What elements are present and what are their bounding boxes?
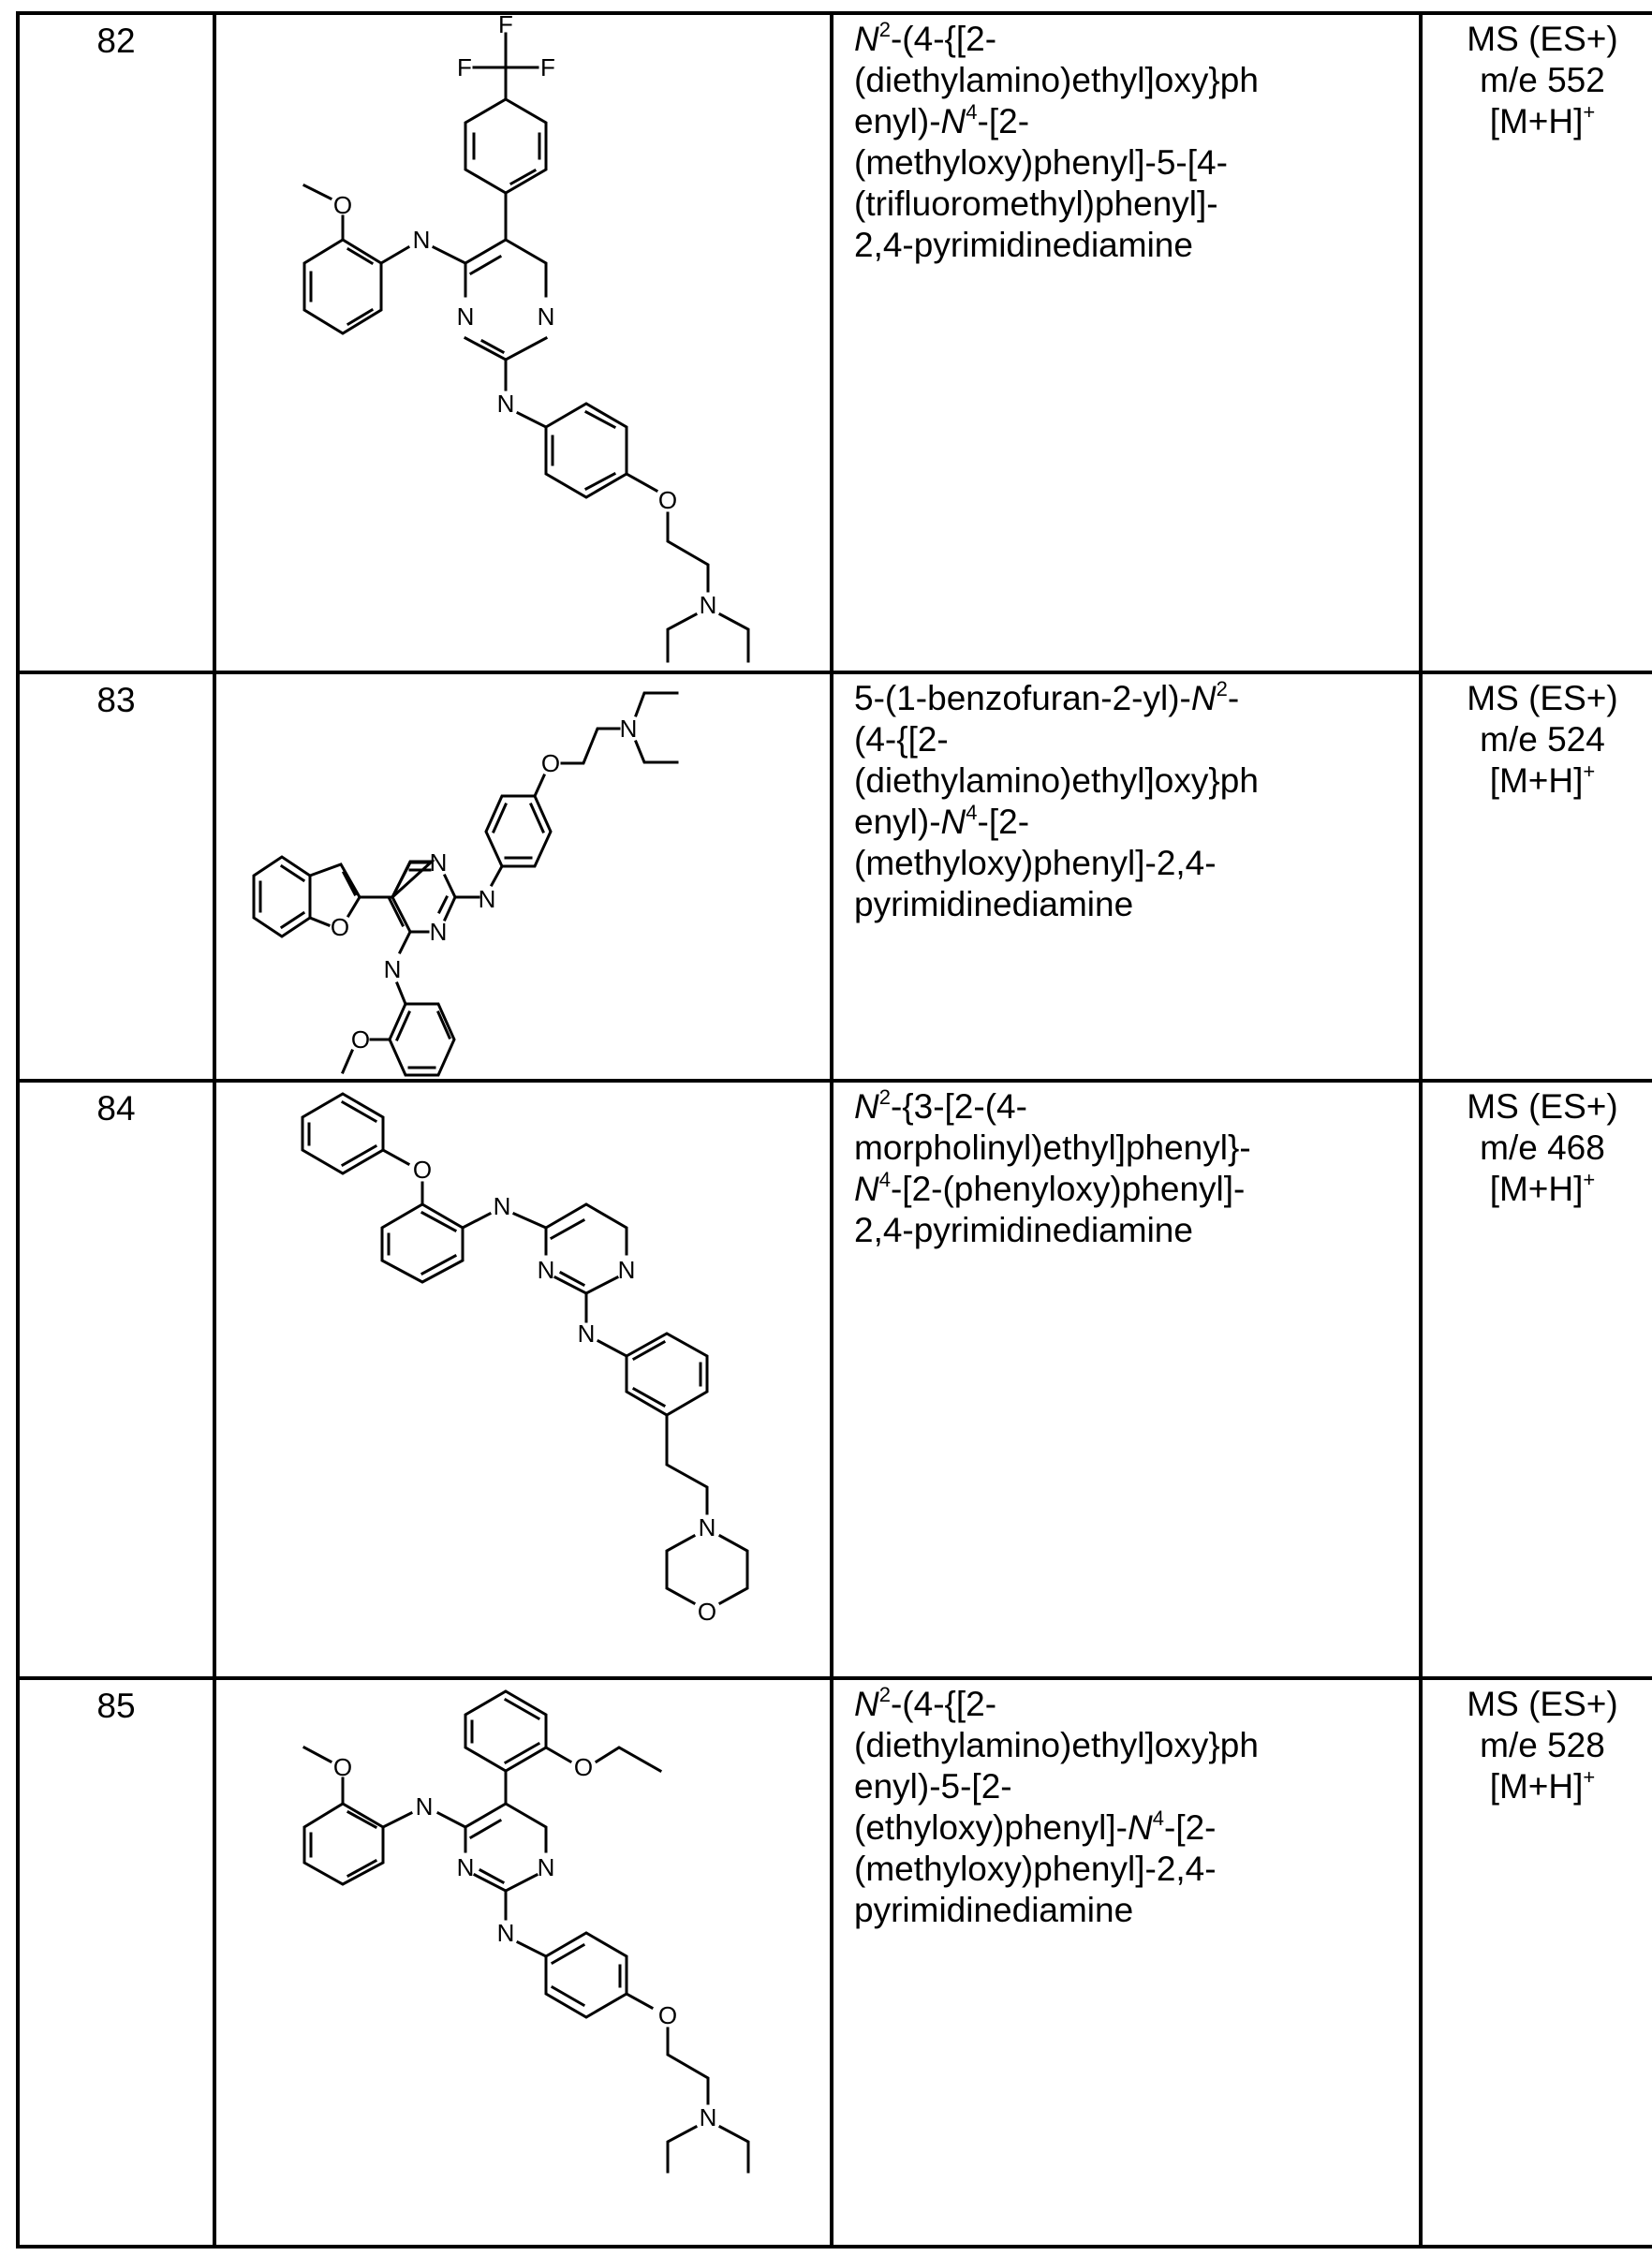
svg-text:N: N [618, 1256, 636, 1284]
svg-text:O: O [541, 749, 560, 777]
chemical-structure-84-icon: O N N N N N O [301, 1092, 749, 1626]
svg-text:O: O [333, 191, 352, 219]
svg-text:O: O [351, 1025, 370, 1054]
svg-text:N: N [430, 848, 448, 877]
svg-text:N: N [416, 1792, 434, 1821]
svg-text:N: N [538, 1256, 555, 1284]
structure-cell: O N N N O N O [213, 1676, 833, 2249]
svg-text:N: N [700, 2103, 717, 2131]
chemical-structure-82-icon: F F F N N N O N [302, 15, 750, 663]
svg-text:O: O [698, 1598, 716, 1626]
svg-text:O: O [574, 1753, 593, 1781]
svg-text:N: N [578, 1320, 596, 1348]
svg-text:N: N [457, 302, 475, 331]
structure-cell: O N N N O N N [213, 671, 833, 1083]
svg-text:F: F [540, 53, 555, 81]
chemical-structure-83-icon: O N N N O N N [252, 691, 679, 1077]
compound-number: 83 [16, 671, 216, 1083]
svg-text:O: O [413, 1156, 432, 1184]
structure-cell: O N N N N N O [213, 1079, 833, 1680]
svg-text:O: O [658, 486, 677, 514]
svg-text:N: N [430, 918, 448, 946]
svg-text:N: N [497, 1919, 515, 1947]
table-row: 84 O N N N N [16, 1079, 1652, 1680]
svg-text:N: N [479, 885, 496, 913]
compound-number: 85 [16, 1676, 216, 2249]
svg-text:O: O [333, 1753, 352, 1781]
compound-name: N2-(4-{[2- (diethylamino)ethyl]oxy}ph en… [830, 1676, 1423, 2249]
chemical-structure-85-icon: O N N N O N O [302, 1689, 750, 2174]
compound-name: N2-(4-{[2- (diethylamino)ethyl]oxy}ph en… [830, 11, 1423, 674]
compound-name: N2-{3-[2-(4- morpholinyl)ethyl]phenyl}- … [830, 1079, 1423, 1680]
ms-data: MS (ES+) m/e 524 [M+H]+ [1419, 671, 1652, 1083]
svg-text:F: F [457, 53, 472, 81]
svg-text:N: N [413, 226, 431, 254]
table-row: 83 O N N N [16, 671, 1652, 1083]
svg-text:N: N [384, 955, 402, 983]
svg-text:N: N [497, 390, 515, 418]
ms-data: MS (ES+) m/e 468 [M+H]+ [1419, 1079, 1652, 1680]
svg-text:O: O [331, 913, 349, 941]
compound-number: 82 [16, 11, 216, 674]
svg-text:N: N [494, 1192, 511, 1220]
svg-text:N: N [538, 1853, 555, 1881]
structure-cell: F F F N N N O N [213, 11, 833, 674]
svg-text:O: O [658, 2001, 677, 2029]
svg-text:N: N [700, 591, 717, 619]
svg-text:F: F [498, 15, 513, 38]
svg-text:N: N [457, 1853, 475, 1881]
ms-data: MS (ES+) m/e 552 [M+H]+ [1419, 11, 1652, 674]
table-row: 85 O N N N O N [16, 1676, 1652, 2249]
compound-number: 84 [16, 1079, 216, 1680]
ms-data: MS (ES+) m/e 528 [M+H]+ [1419, 1676, 1652, 2249]
svg-text:N: N [620, 715, 638, 743]
svg-text:N: N [538, 302, 555, 331]
svg-text:N: N [699, 1513, 716, 1541]
table-row: 82 F F F N N N [16, 11, 1652, 674]
compound-name: 5-(1-benzofuran-2-yl)-N2- (4-{[2- (dieth… [830, 671, 1423, 1083]
